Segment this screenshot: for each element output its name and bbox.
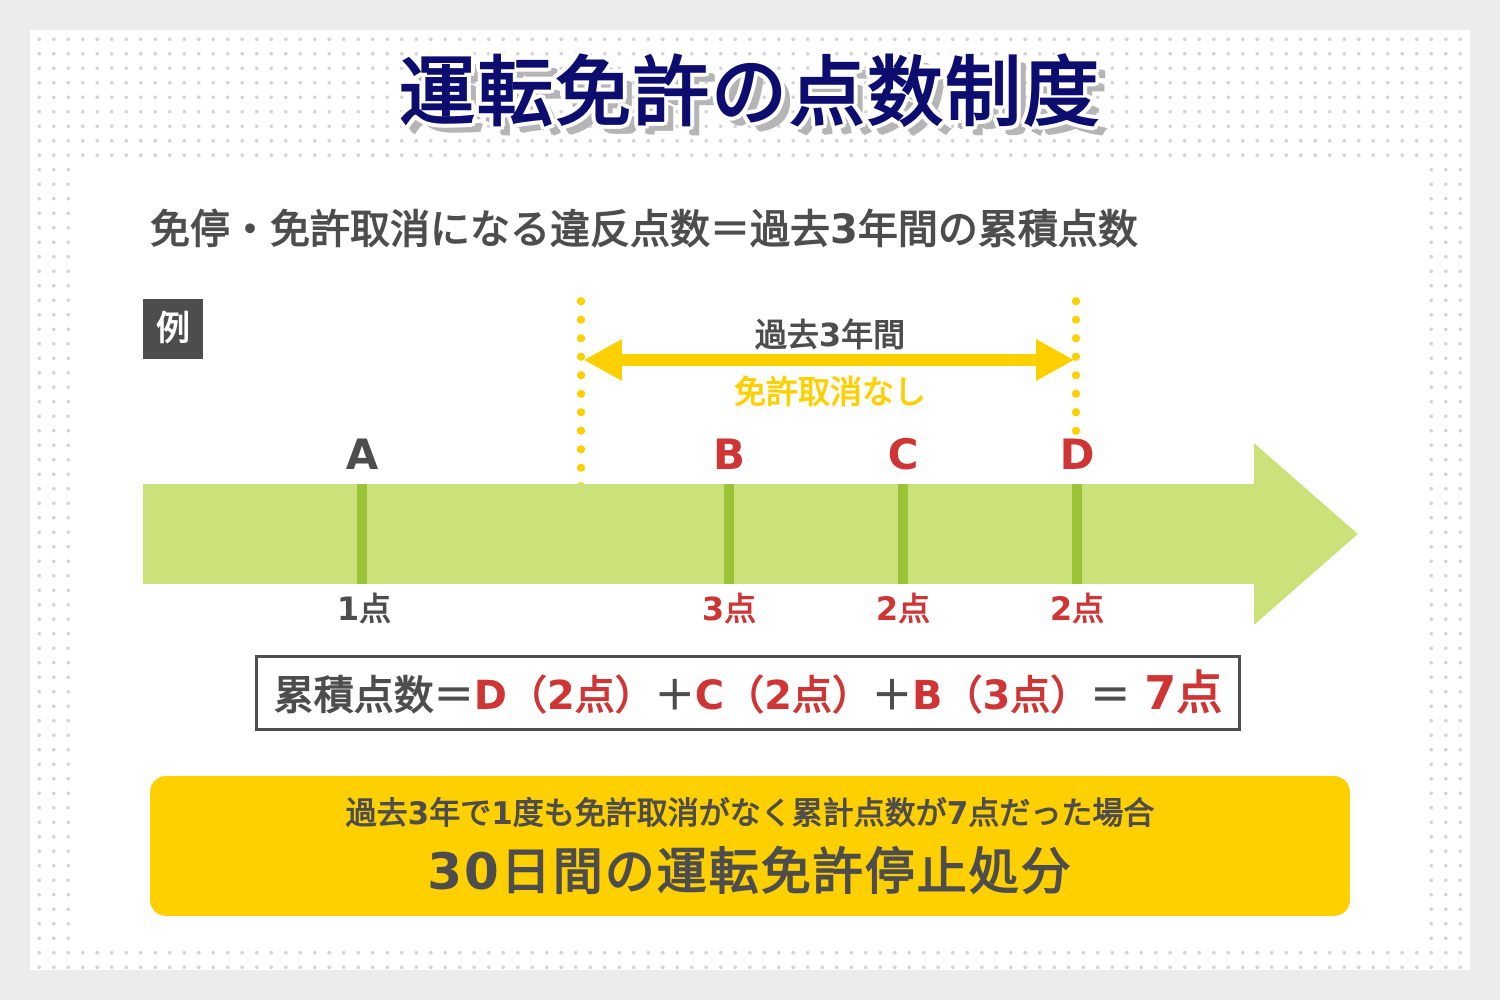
point-label-b: B — [712, 430, 745, 479]
timeline-tick-a — [357, 484, 367, 584]
result-condition: 過去3年で1度も免許取消がなく累計点数が7点だった場合 — [345, 796, 1155, 832]
example-badge: 例 — [143, 299, 203, 359]
range-label-no-revocation: 免許取消なし — [733, 373, 926, 411]
timeline-tick-d — [1072, 484, 1082, 584]
result-box: 過去3年で1度も免許取消がなく累計点数が7点だった場合 30日間の運転免許停止処… — [150, 776, 1350, 916]
timeline-arrowhead-icon — [1254, 443, 1358, 625]
formula-term-b: B（3点） — [911, 673, 1091, 719]
range-end-line — [1072, 292, 1080, 440]
formula-plus: ＋ — [654, 673, 695, 719]
subtitle-highlight: 過去3年間の累積点数 — [746, 200, 1142, 262]
timeline-bar — [143, 484, 1255, 584]
formula-term-d: D（2点） — [473, 673, 655, 719]
page-title: 運転免許の点数制度 — [399, 48, 1101, 137]
point-label-a: A — [345, 430, 379, 479]
result-penalty: 30日間の運転免許停止処分 — [427, 843, 1073, 901]
point-score-c: 2点 — [875, 590, 931, 628]
range-label-period: 過去3年間 — [754, 316, 906, 354]
subtitle: 免停・免許取消になる違反点数＝過去3年間の累積点数 — [150, 200, 1142, 262]
formula-box: 累積点数＝D（2点）＋C（2点）＋B（3点）＝ 7点 — [255, 655, 1241, 731]
point-label-c: C — [887, 430, 919, 479]
point-score-a: 1点 — [336, 590, 392, 628]
formula-total: 7点 — [1144, 666, 1223, 720]
formula-equals: ＝ — [1090, 673, 1145, 719]
subtitle-prefix: 免停・免許取消になる違反点数＝ — [150, 207, 750, 253]
point-label-d: D — [1059, 430, 1095, 479]
formula-term-c: C（2点） — [694, 673, 872, 719]
range-start-line — [577, 292, 585, 490]
timeline-tick-c — [898, 484, 908, 584]
subtitle-highlight-text: 過去3年間の累積点数 — [750, 207, 1138, 253]
point-score-d: 2点 — [1049, 590, 1105, 628]
double-arrow-icon — [584, 339, 1074, 381]
timeline-tick-b — [724, 484, 734, 584]
formula-lhs: 累積点数＝ — [273, 673, 474, 719]
formula-plus: ＋ — [871, 673, 912, 719]
point-score-b: 3点 — [701, 590, 757, 628]
